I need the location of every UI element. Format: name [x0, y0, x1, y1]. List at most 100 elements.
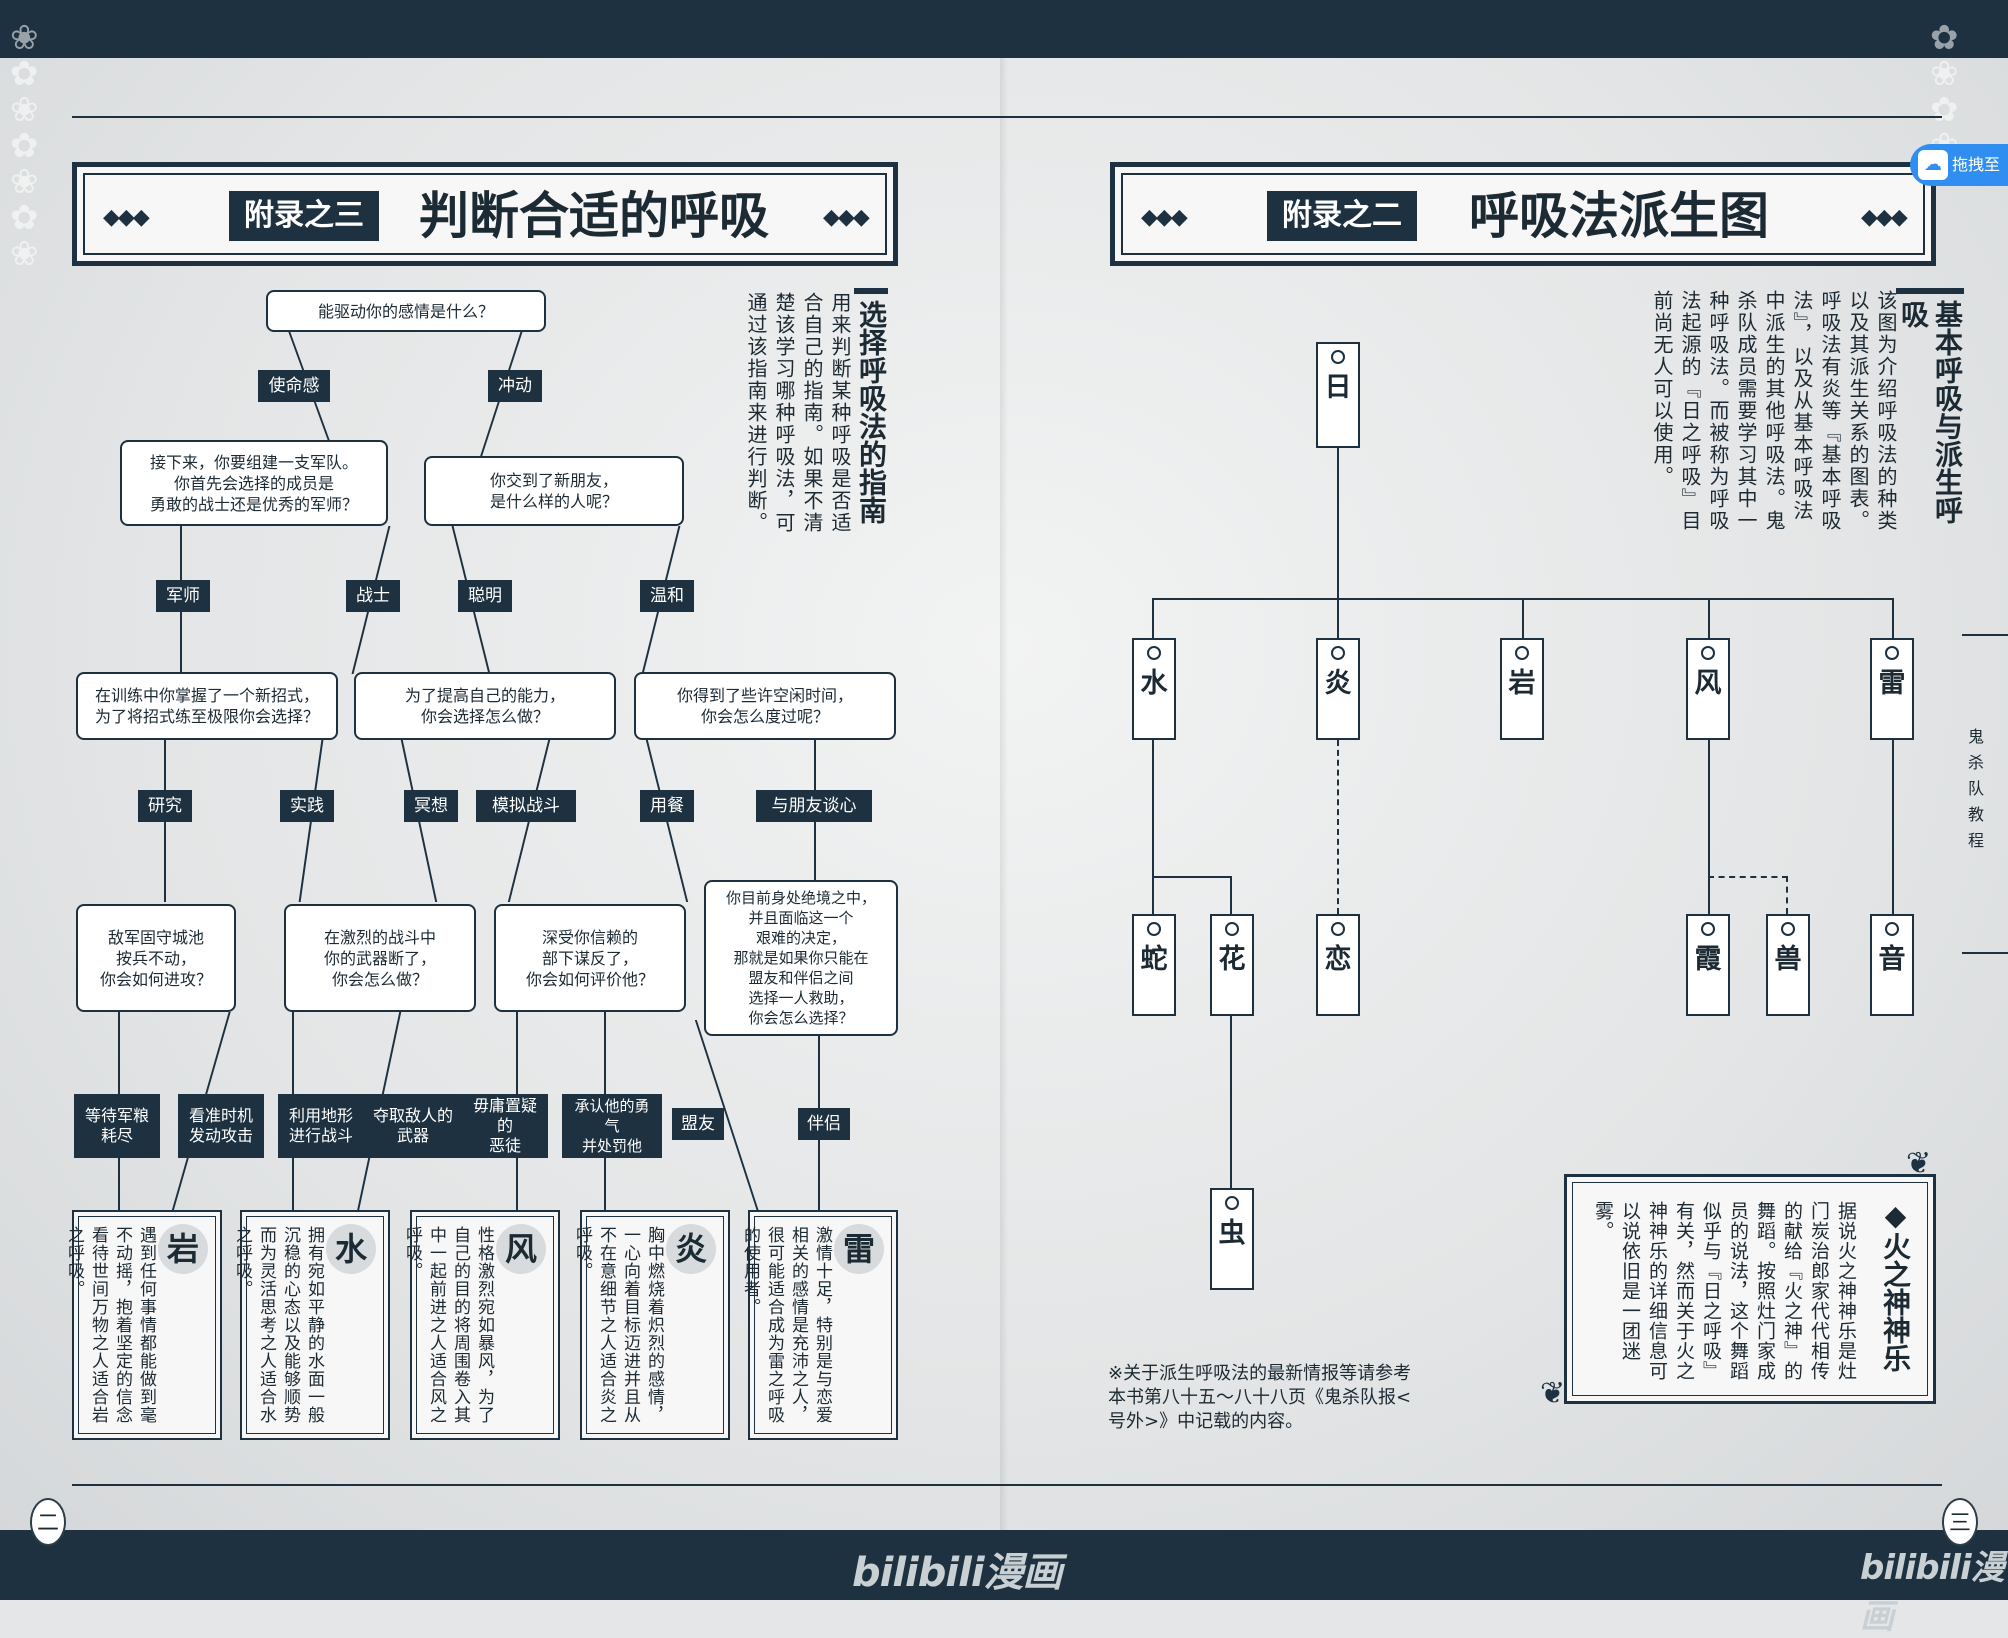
node-label: 岩 — [1508, 668, 1536, 699]
answer-label: 军师 — [156, 580, 210, 612]
diamond-ornament-icon: ◆◆◆ — [1861, 205, 1908, 230]
answer-label: 使命感 — [258, 370, 330, 402]
node-label: 炎 — [1324, 668, 1352, 699]
side-tab-label: 鬼杀队教程 — [1965, 728, 1984, 858]
answer-label: 伴侣 — [798, 1108, 850, 1140]
bottom-border-band — [0, 1530, 2008, 1600]
question-emotion: 能驱动你的感情是什么？ — [266, 290, 546, 332]
question-betrayal: 深受你信赖的 部下谋反了， 你会如何评价他？ — [494, 904, 686, 1012]
ring-icon — [1147, 646, 1161, 660]
tree-line — [1152, 876, 1154, 914]
tree-line — [1522, 598, 1524, 638]
result-card-wind: 风 性格激烈宛如暴风，为了自己的目的将周围卷入其中一起前进之人适合风之呼吸。 — [402, 1210, 560, 1440]
result-card-flame: 炎 胸中燃烧着炽烈的感情，一心向着目标迈进并且从不在意细节之人适合炎之呼吸。 — [572, 1210, 730, 1440]
answer-label: 聪明 — [458, 580, 512, 612]
tree-line — [1152, 598, 1154, 638]
tree-line — [1337, 598, 1339, 638]
node-sun: 日 — [1316, 342, 1360, 448]
node-label: 花 — [1218, 944, 1246, 975]
question-desperate-choice: 你目前身处绝境之中， 并且面临这一个 艰难的决定， 那就是如果你只能在 盟友和伴… — [704, 880, 898, 1036]
result-char: 炎 — [666, 1224, 716, 1274]
node-mist: 霞 — [1686, 914, 1730, 1016]
result-card-water: 水 拥有宛如平静的水面一般沉稳的心态以及能够顺势而为灵活思考之人适合水之呼吸。 — [232, 1210, 390, 1440]
bilibili-watermark: bilibili漫画 — [1860, 1548, 2005, 1637]
node-stone: 岩 — [1500, 638, 1544, 740]
diamond-ornament-icon: ◆◆◆ — [103, 205, 150, 230]
flower-vine-icon: ❦ — [1540, 1376, 1566, 1411]
node-label: 恋 — [1324, 944, 1352, 975]
book-gutter — [1000, 58, 1008, 1530]
cloud-icon: ☁ — [1918, 150, 1948, 180]
ring-icon — [1515, 646, 1529, 660]
result-char: 岩 — [158, 1224, 208, 1274]
ring-icon — [1701, 922, 1715, 936]
tree-line — [1152, 876, 1232, 878]
derivation-heading: 基本呼吸与派生呼吸 — [1896, 288, 1964, 550]
tree-line — [1337, 448, 1339, 598]
result-card-stone: 岩 遇到任何事情都能做到毫不动摇，抱着坚定的信念看待世间万物之人适合岩之呼吸。 — [64, 1210, 222, 1440]
question-new-friend: 你交到了新朋友， 是什么样的人呢？ — [424, 456, 684, 526]
answer-label: 研究 — [138, 790, 192, 822]
answer-label: 温和 — [640, 580, 694, 612]
guide-description: 用来判断某种呼吸是否适合自己的指南。如果不清楚该学习哪种呼吸法，可通过该指南来进… — [744, 292, 852, 534]
answer-label: 战士 — [346, 580, 400, 612]
node-love: 恋 — [1316, 914, 1360, 1016]
page-number-left: 二 — [30, 1498, 66, 1546]
diamond-ornament-icon: ◆◆◆ — [1141, 205, 1188, 230]
answer-label: 盟友 — [672, 1108, 724, 1140]
tree-line-dashed — [1708, 876, 1788, 878]
flower-decoration-icon: ✿❀✿❀ — [1930, 18, 1959, 164]
node-thunder: 雷 — [1870, 638, 1914, 740]
question-army: 接下来，你要组建一支军队。 你首先会选择的成员是 勇敢的战士还是优秀的军师？ — [120, 440, 388, 526]
answer-label: 冥想 — [404, 790, 458, 822]
node-wind: 风 — [1686, 638, 1730, 740]
node-label: 风 — [1694, 668, 1722, 699]
bottom-rule — [72, 1484, 1942, 1486]
tree-line-dashed — [1786, 876, 1788, 914]
node-flame: 炎 — [1316, 638, 1360, 740]
question-broken-weapon: 在激烈的战斗中 你的武器断了， 你会怎么做？ — [284, 904, 476, 1012]
node-label: 蛇 — [1140, 944, 1168, 975]
node-label: 霞 — [1694, 944, 1722, 975]
ring-icon — [1701, 646, 1715, 660]
appendix-tag: 附录之二 — [1267, 191, 1417, 241]
tree-line — [1708, 740, 1710, 914]
result-text: 遇到任何事情都能做到毫不动摇，抱着坚定的信念看待世间万物之人适合岩之呼吸。 — [64, 1226, 156, 1424]
ring-icon — [1331, 646, 1345, 660]
left-title-bar: ◆◆◆ 附录之三 判断合适的呼吸 ◆◆◆ — [72, 162, 898, 266]
drag-popup-button[interactable]: ☁拖拽至 — [1910, 144, 2008, 186]
node-label: 虫 — [1218, 1218, 1246, 1249]
node-insect: 虫 — [1210, 1188, 1254, 1290]
result-char: 水 — [326, 1224, 376, 1274]
answer-label: 等待军粮 耗尽 — [74, 1094, 160, 1158]
derivation-description: 该图为介绍呼吸法的种类以及其派生关系的图表。呼吸法有炎等『基本呼吸法』，以及从基… — [1650, 290, 1898, 532]
tab-rule — [1962, 952, 2008, 954]
node-label: 雷 — [1878, 668, 1906, 699]
bilibili-watermark: bilibili漫画 — [852, 1550, 1063, 1596]
node-label: 日 — [1324, 372, 1352, 403]
tree-line — [1230, 876, 1232, 914]
tree-line — [1892, 740, 1894, 914]
kagura-box: ◆火之神神乐 据说火之神神乐是灶门炭治郎家代代相传的献给『火之神』的舞蹈。按照灶… — [1564, 1174, 1936, 1404]
tree-line — [1230, 1016, 1232, 1188]
node-label: 音 — [1878, 944, 1906, 975]
flower-vine-icon: ❦ — [1906, 1146, 1932, 1181]
question-improve-ability: 为了提高自己的能力， 你会选择怎么做？ — [354, 672, 616, 740]
answer-label: 用餐 — [640, 790, 694, 822]
kagura-text: 据说火之神神乐是灶门炭治郎家代代相传的献给『火之神』的舞蹈。按照灶门家成员的说法… — [1592, 1201, 1857, 1381]
answer-label: 毋庸置疑的 恶徒 — [462, 1094, 548, 1158]
tree-line — [1152, 740, 1154, 876]
answer-label: 看准时机 发动攻击 — [178, 1094, 264, 1158]
ring-icon — [1781, 922, 1795, 936]
ring-icon — [1147, 922, 1161, 936]
diamond-ornament-icon: ◆◆◆ — [823, 205, 870, 230]
ring-icon — [1331, 922, 1345, 936]
kagura-title: ◆火之神神乐 — [1879, 1199, 1912, 1372]
top-rule — [72, 116, 1942, 118]
node-label: 兽 — [1774, 944, 1802, 975]
result-card-thunder: 雷 激情十足，特别是与恋爱相关的感情是充沛之人，很可能适合成为雷之呼吸的使用者。 — [740, 1210, 898, 1440]
node-water: 水 — [1132, 638, 1176, 740]
answer-label: 夺取敌人的 武器 — [362, 1094, 464, 1158]
ring-icon — [1225, 1196, 1239, 1210]
result-char: 雷 — [834, 1224, 884, 1274]
